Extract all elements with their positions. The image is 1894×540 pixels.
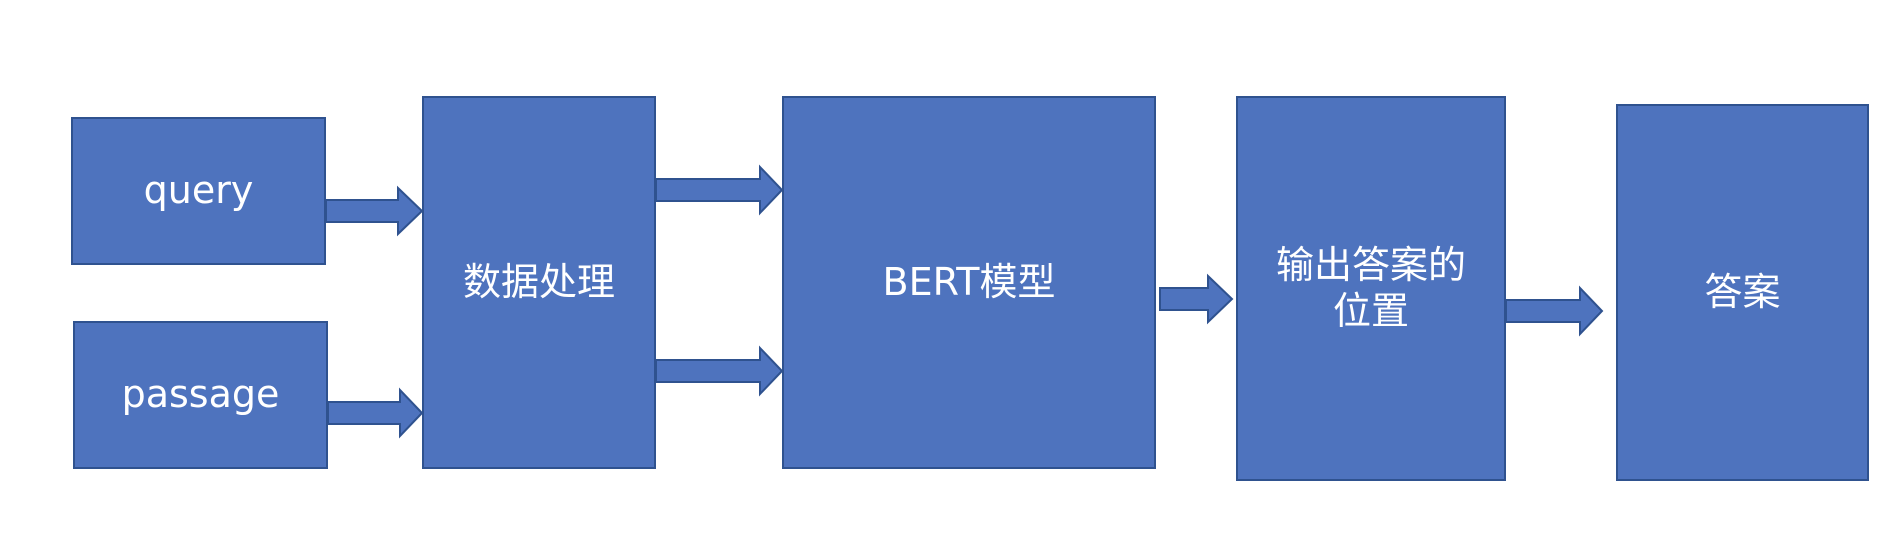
arrow-processing-to-bert-lower (655, 345, 784, 397)
bert-model-box: BERT模型 (782, 96, 1156, 469)
data-processing-label: 数据处理 (462, 259, 615, 304)
answer-label: 答案 (1704, 269, 1781, 314)
answer-box: 答案 (1616, 104, 1869, 481)
arrow-query-to-processing (325, 185, 424, 237)
arrow-processing-to-bert-upper (655, 164, 784, 216)
answer-position-label-line2: 位置 (1332, 288, 1409, 333)
arrow-bert-to-position (1159, 273, 1234, 325)
passage-label: passage (121, 372, 280, 417)
answer-position-label-line1: 输出答案的 (1275, 242, 1466, 287)
passage-box: passage (73, 321, 328, 469)
arrow-passage-to-processing (327, 387, 424, 439)
data-processing-box: 数据处理 (422, 96, 656, 469)
arrow-position-to-answer (1505, 285, 1604, 337)
answer-position-box: 输出答案的 位置 (1236, 96, 1506, 481)
query-label: query (143, 168, 254, 213)
answer-position-label: 输出答案的 位置 (1276, 243, 1466, 334)
query-box: query (71, 117, 326, 265)
bert-model-label: BERT模型 (882, 259, 1056, 304)
